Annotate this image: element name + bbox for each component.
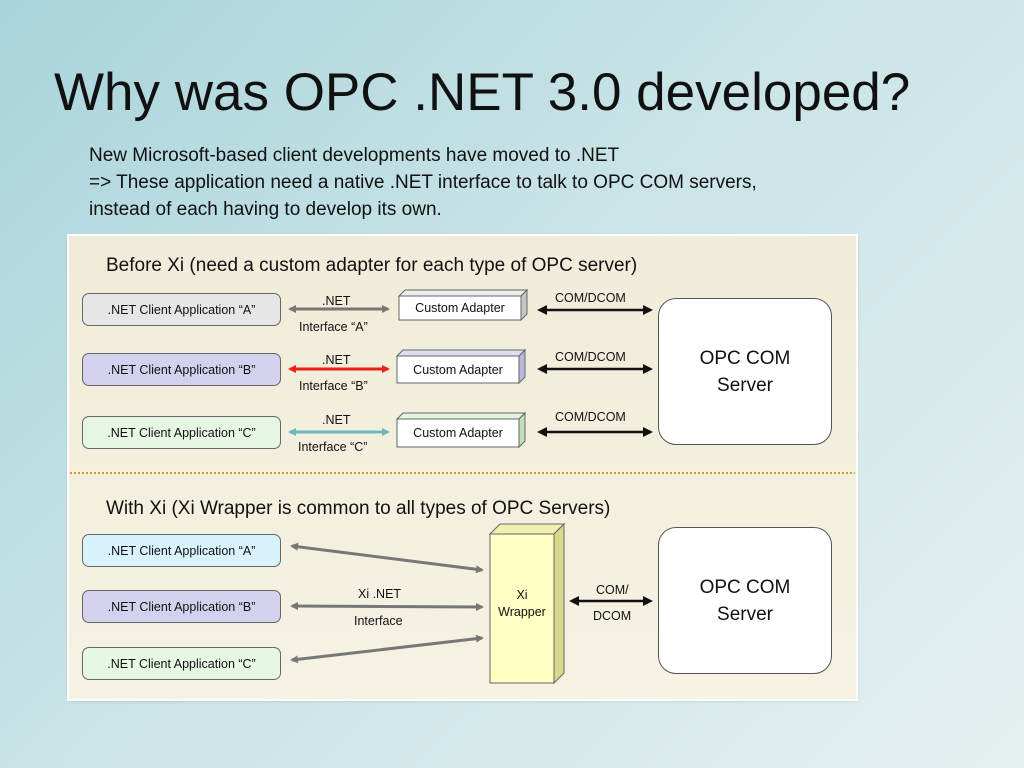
after-app-b: .NET Client Application “B”: [82, 590, 281, 623]
net-label-a: .NET: [322, 294, 351, 308]
xi-wrapper-line-1: Xi: [516, 588, 528, 602]
server-line-1: OPC COM: [699, 347, 791, 369]
intro-line-1: New Microsoft-based client developments …: [89, 145, 620, 166]
xi-net-label: Xi .NET: [358, 587, 402, 601]
before-app-a: .NET Client Application “A”: [82, 293, 281, 326]
xi-interface-label: Interface: [354, 614, 403, 628]
custom-adapter-b-box: [395, 348, 527, 385]
interface-b-label: Interface “B”: [299, 379, 368, 393]
custom-adapter-a: Custom Adapter: [415, 301, 505, 315]
intro-text: New Microsoft-based client developments …: [89, 142, 757, 223]
xi-arrow-c: [290, 634, 484, 664]
after-app-c: .NET Client Application “C”: [82, 647, 281, 680]
server-after-line-1: OPC COM: [699, 576, 791, 598]
intro-line-2: => These application need a native .NET …: [89, 172, 757, 193]
xi-wrapper-box: [488, 522, 566, 685]
intro-line-3: instead of each having to develop its ow…: [89, 199, 442, 220]
com-dcom-label-b: COM/DCOM: [555, 350, 626, 364]
interface-c-label: Interface “C”: [298, 440, 368, 454]
after-section-title: With Xi (Xi Wrapper is common to all typ…: [106, 498, 611, 519]
opc-com-server-after: OPC COM Server: [658, 527, 832, 674]
net-label-b: .NET: [322, 353, 351, 367]
custom-adapter-c-box: [395, 411, 527, 449]
opc-com-server-before: OPC COM Server: [658, 298, 832, 445]
custom-adapter-a-box: [397, 288, 529, 322]
interface-a-label: Interface “A”: [299, 320, 368, 334]
xi-wrapper-line-2: Wrapper: [498, 605, 546, 619]
xi-wrapper-label: Xi Wrapper: [490, 587, 554, 621]
custom-adapter-c: Custom Adapter: [413, 426, 503, 440]
net-label-c: .NET: [322, 413, 351, 427]
xi-arrow-a: [290, 542, 484, 574]
com-label: COM/: [596, 583, 629, 597]
com-dcom-label-a: COM/DCOM: [555, 291, 626, 305]
before-app-c: .NET Client Application “C”: [82, 416, 281, 449]
after-app-a: .NET Client Application “A”: [82, 534, 281, 567]
slide-title: Why was OPC .NET 3.0 developed?: [54, 63, 911, 122]
custom-adapter-b: Custom Adapter: [413, 362, 503, 377]
dcom-label: DCOM: [593, 609, 632, 623]
before-app-b: .NET Client Application “B”: [82, 353, 281, 386]
xi-arrow-b: [290, 602, 484, 611]
server-after-line-2: Server: [717, 603, 773, 625]
com-dcom-label-c: COM/DCOM: [555, 410, 626, 424]
server-line-2: Server: [717, 374, 773, 396]
before-section-title: Before Xi (need a custom adapter for eac…: [106, 255, 638, 276]
